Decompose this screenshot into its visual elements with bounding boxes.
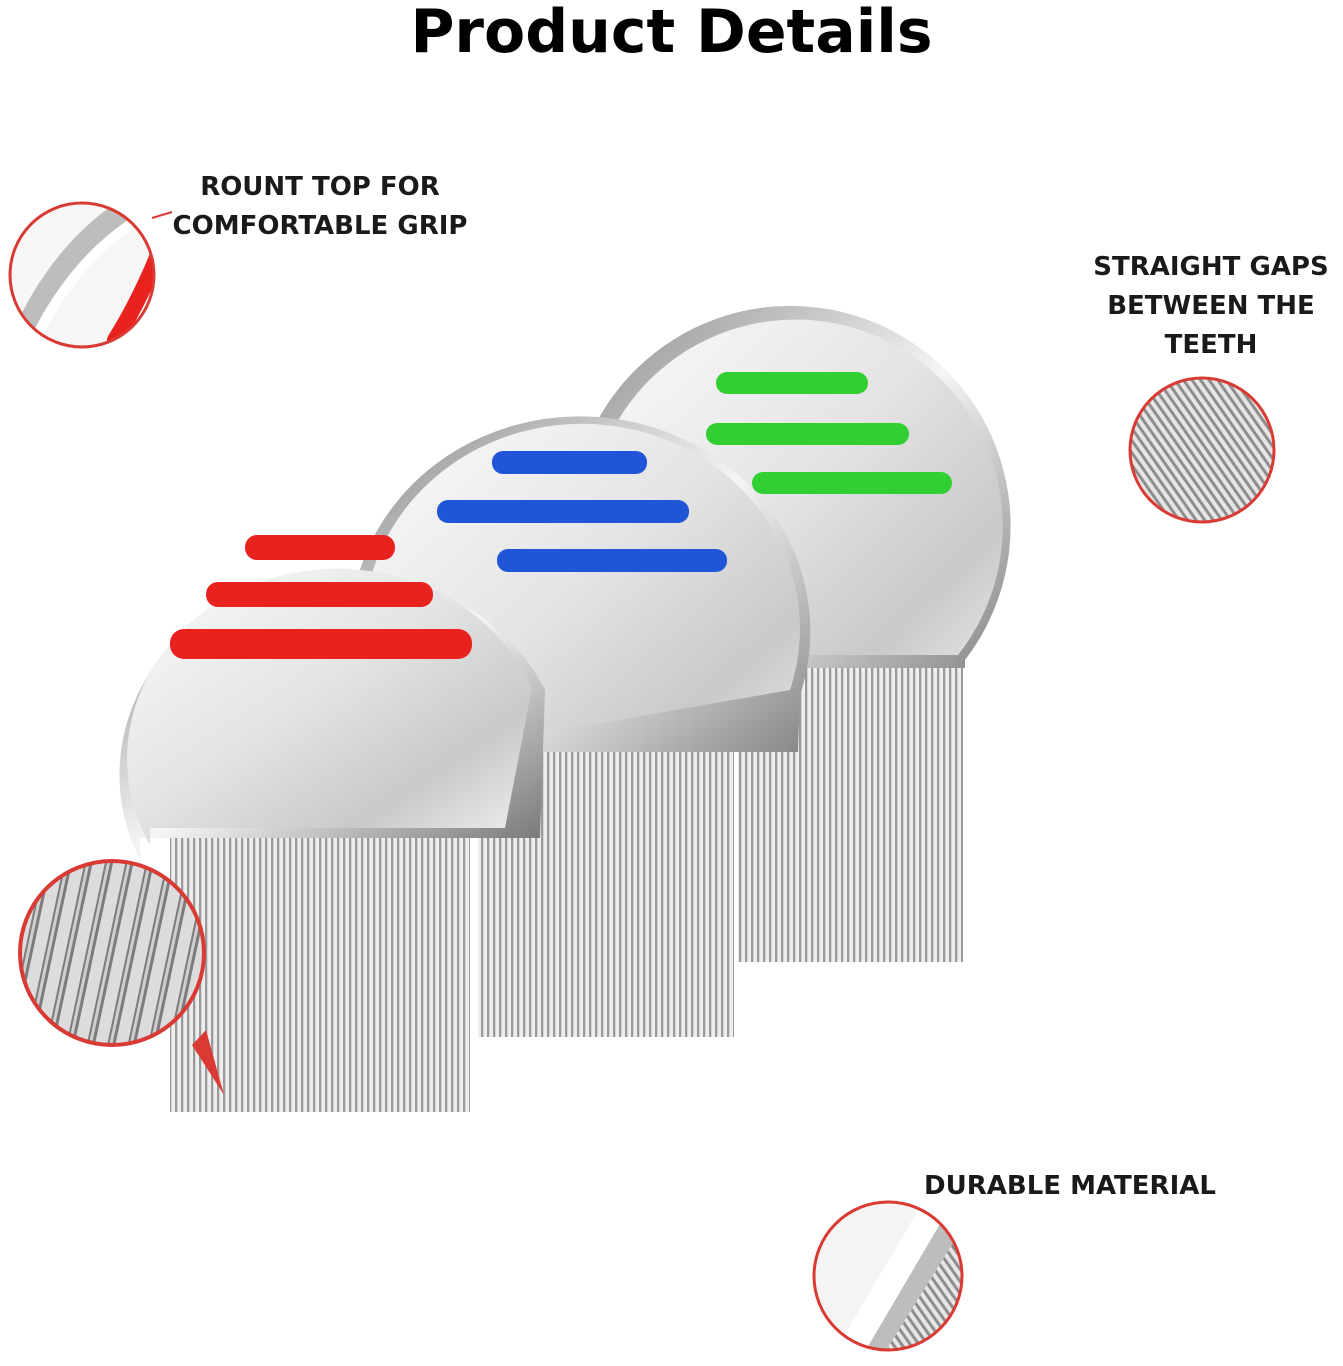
comb-red-stripe-3 bbox=[170, 629, 472, 659]
comb-blue-stripe-3 bbox=[497, 549, 727, 572]
comb-red-stripe-2 bbox=[206, 582, 433, 607]
gaps-detail-circle bbox=[1128, 376, 1276, 524]
comb-blue-stripe-1 bbox=[492, 451, 647, 474]
comb-green-stripe-3 bbox=[752, 472, 952, 494]
callout-gaps-line-1: STRAIGHT GAPS bbox=[1093, 252, 1329, 282]
comb-green-stripe-2 bbox=[706, 423, 909, 445]
comb-red-teeth bbox=[170, 830, 470, 1112]
callout-gaps-line-2: BETWEEN THE bbox=[1107, 291, 1315, 321]
callout-grip-line-2: COMFORTABLE GRIP bbox=[172, 211, 468, 241]
comb-red bbox=[119, 535, 545, 1112]
grip-detail-circle bbox=[8, 201, 173, 349]
teeth-zoom-circle bbox=[18, 859, 224, 1095]
comb-blue-stripe-2 bbox=[437, 500, 689, 523]
callout-durable: DURABLE MATERIAL bbox=[905, 1167, 1235, 1206]
callout-grip: ROUNT TOP FOR COMFORTABLE GRIP bbox=[150, 168, 490, 246]
page-title: Product Details bbox=[410, 0, 933, 67]
callout-gaps: STRAIGHT GAPS BETWEEN THE TEETH bbox=[1080, 248, 1342, 365]
callout-grip-line-1: ROUNT TOP FOR bbox=[200, 172, 440, 202]
callout-gaps-line-3: TEETH bbox=[1164, 330, 1258, 360]
durable-detail-circle bbox=[812, 1200, 964, 1352]
callout-durable-line-1: DURABLE MATERIAL bbox=[924, 1171, 1216, 1201]
comb-red-stripe-1 bbox=[245, 535, 395, 560]
comb-green-stripe-1 bbox=[716, 372, 868, 394]
